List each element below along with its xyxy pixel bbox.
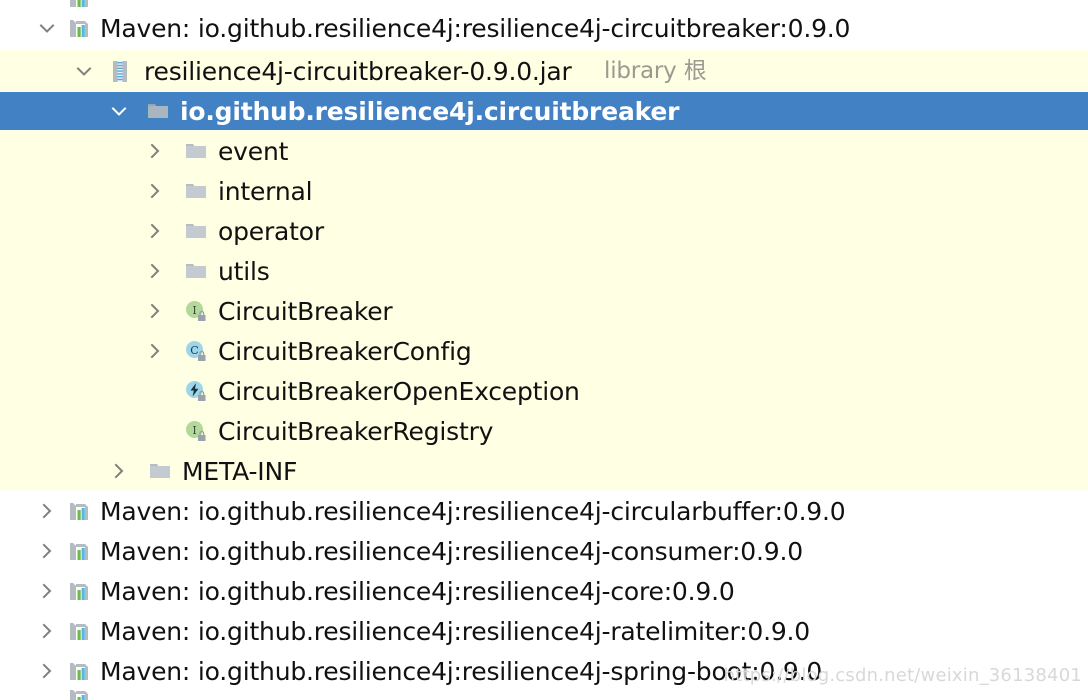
tree-row[interactable]: Maven: io.github.resilience4j:resilience…	[0, 491, 1088, 531]
maven-icon	[68, 499, 92, 523]
tree-row-label: Maven: io.github.resilience4j:resilience…	[100, 656, 823, 686]
tree-row-label: Maven: io.github.resilience4j:resilience…	[100, 616, 810, 646]
tree-row-label: operator	[218, 216, 324, 246]
chevron-right-icon[interactable]	[36, 660, 58, 682]
chevron-down-icon[interactable]	[73, 60, 95, 82]
folder-icon	[184, 179, 208, 203]
tree-row[interactable]: META-INF	[0, 451, 1088, 491]
tree-row-label: CircuitBreakerRegistry	[218, 416, 494, 446]
tree-row[interactable]: I CircuitBreakerRegistry	[0, 411, 1088, 451]
chevron-right-icon[interactable]	[144, 260, 166, 282]
chevron-right-icon[interactable]	[36, 540, 58, 562]
maven-icon	[68, 16, 92, 40]
chevron-right-icon[interactable]	[144, 180, 166, 202]
maven-icon	[68, 0, 92, 8]
folder-icon	[184, 259, 208, 283]
svg-text:I: I	[192, 424, 196, 437]
tree-row-label: Maven: io.github.resilience4j:resilience…	[100, 496, 846, 526]
folder-icon	[184, 139, 208, 163]
interface-locked-icon: I	[184, 299, 208, 323]
maven-icon	[68, 688, 92, 700]
tree-row[interactable]: Maven: io.github.resilience4j:resilience…	[0, 651, 1088, 691]
tree-row[interactable]: I CircuitBreaker	[0, 291, 1088, 331]
folder-icon	[184, 219, 208, 243]
tree-row-label: event	[218, 136, 289, 166]
tree-row[interactable]: internal	[0, 171, 1088, 211]
tree-row[interactable]: Maven: io.github.resilience4j:resilience…	[0, 571, 1088, 611]
tree-row-label: CircuitBreaker	[218, 296, 393, 326]
tree-row-sublabel: library 根	[604, 57, 707, 84]
tree-row-label: Maven: io.github.resilience4j:resilience…	[100, 13, 851, 43]
interface-locked-icon: I	[184, 419, 208, 443]
chevron-right-icon[interactable]	[36, 620, 58, 642]
chevron-right-icon[interactable]	[144, 140, 166, 162]
tree-row[interactable]: C CircuitBreakerConfig	[0, 331, 1088, 371]
tree-row-selected[interactable]: io.github.resilience4j.circuitbreaker	[0, 92, 1088, 130]
chevron-right-icon[interactable]	[36, 500, 58, 522]
exception-locked-icon	[184, 379, 208, 403]
tree-row-label: CircuitBreakerConfig	[218, 336, 472, 366]
tree-row-label: META-INF	[182, 456, 298, 486]
svg-text:I: I	[192, 304, 196, 317]
tree-row[interactable]: utils	[0, 251, 1088, 291]
maven-icon	[68, 619, 92, 643]
jar-icon	[108, 59, 132, 83]
tree-row-label: resilience4j-circuitbreaker-0.9.0.jar	[144, 56, 572, 86]
tree-row[interactable]: Maven: io.github.resilience4j:resilience…	[0, 8, 1088, 48]
tree-row-label: io.github.resilience4j.circuitbreaker	[180, 96, 680, 126]
chevron-right-icon[interactable]	[108, 460, 130, 482]
chevron-right-icon[interactable]	[144, 340, 166, 362]
chevron-down-icon[interactable]	[36, 17, 58, 39]
maven-icon	[68, 659, 92, 683]
tree-row-label: Maven: io.github.resilience4j:resilience…	[100, 576, 735, 606]
chevron-right-icon[interactable]	[144, 300, 166, 322]
tree-row[interactable]: Maven: io.github.resilience4j:resilience…	[0, 611, 1088, 651]
tree-row-partial-top[interactable]	[0, 0, 1088, 8]
tree-row[interactable]: event	[0, 131, 1088, 171]
tree-row-label: CircuitBreakerOpenException	[218, 376, 580, 406]
tree-row-label: internal	[218, 176, 313, 206]
chevron-right-icon[interactable]	[144, 220, 166, 242]
chevron-down-icon[interactable]	[108, 100, 130, 122]
chevron-right-icon[interactable]	[36, 580, 58, 602]
tree-row-partial-bottom[interactable]	[0, 688, 1088, 700]
maven-icon	[68, 539, 92, 563]
tree-row-label: Maven: io.github.resilience4j:resilience…	[100, 536, 803, 566]
folder-icon	[148, 459, 172, 483]
folder-icon	[146, 99, 170, 123]
tree-row[interactable]: operator	[0, 211, 1088, 251]
tree-row[interactable]: CircuitBreakerOpenException	[0, 371, 1088, 411]
svg-text:C: C	[190, 344, 198, 357]
maven-icon	[68, 579, 92, 603]
class-locked-icon: C	[184, 339, 208, 363]
tree-row-label: utils	[218, 256, 270, 286]
tree-row[interactable]: resilience4j-circuitbreaker-0.9.0.jar li…	[0, 51, 1088, 91]
tree-row[interactable]: Maven: io.github.resilience4j:resilience…	[0, 531, 1088, 571]
